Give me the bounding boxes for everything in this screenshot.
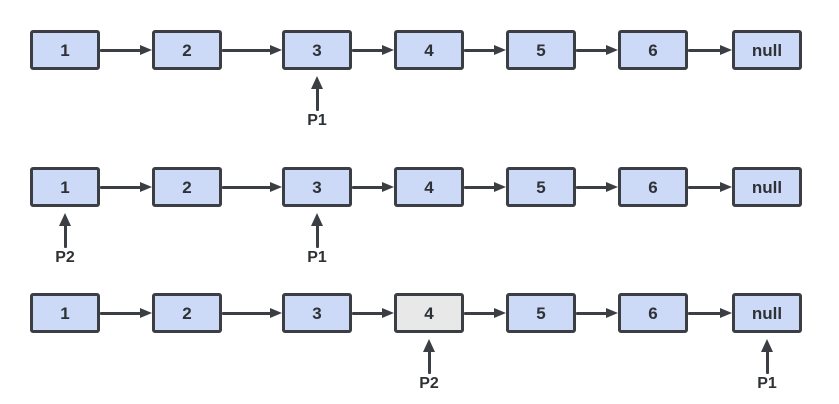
pointer-arrow-line: [765, 350, 769, 374]
list-node: 5: [506, 30, 576, 70]
arrow-right-icon: [606, 45, 618, 55]
pointer-label: P2: [419, 375, 439, 392]
next-arrow-line: [352, 49, 383, 52]
next-arrow-line: [464, 186, 495, 189]
node-label: 1: [60, 177, 70, 197]
pointer-arrow-up-icon: [760, 339, 773, 352]
node-label: 5: [536, 303, 546, 323]
arrow-right-icon: [270, 308, 282, 318]
arrow-right-icon: [140, 45, 152, 55]
node-label: 1: [60, 40, 70, 60]
list-node: 3: [282, 293, 352, 333]
arrow-right-icon: [720, 308, 732, 318]
node-label: 2: [182, 177, 192, 197]
arrow-right-icon: [270, 45, 282, 55]
list-node: 3: [282, 167, 352, 207]
list-node-null: null: [732, 293, 802, 333]
list-node: 4: [394, 30, 464, 70]
next-arrow-line: [688, 49, 721, 52]
list-node: 4: [394, 167, 464, 207]
list-node-null: null: [732, 30, 802, 70]
pointer-arrow-up-icon: [422, 339, 435, 352]
arrow-right-icon: [382, 45, 394, 55]
pointer-arrow-up-icon: [58, 213, 71, 226]
pointer-label: P2: [55, 249, 75, 266]
arrow-right-icon: [382, 182, 394, 192]
pointer-arrow-line: [63, 224, 67, 248]
node-label: 4: [424, 303, 434, 323]
list-node: 6: [618, 167, 688, 207]
pointer-arrow-up-icon: [310, 76, 323, 89]
node-label: 2: [182, 40, 192, 60]
pointer-arrow-line: [427, 350, 431, 374]
next-arrow-line: [222, 49, 271, 52]
next-arrow-line: [576, 312, 607, 315]
list-node-null: null: [732, 167, 802, 207]
next-arrow-line: [100, 312, 141, 315]
list-node: 2: [152, 293, 222, 333]
arrow-right-icon: [720, 45, 732, 55]
arrow-right-icon: [140, 308, 152, 318]
next-arrow-line: [464, 312, 495, 315]
next-arrow-line: [576, 186, 607, 189]
arrow-right-icon: [720, 182, 732, 192]
next-arrow-line: [688, 186, 721, 189]
arrow-right-icon: [606, 182, 618, 192]
next-arrow-line: [688, 312, 721, 315]
node-label: 3: [312, 303, 322, 323]
next-arrow-line: [464, 49, 495, 52]
arrow-right-icon: [270, 182, 282, 192]
node-label: 3: [312, 177, 322, 197]
node-label: 6: [648, 177, 658, 197]
arrow-right-icon: [606, 308, 618, 318]
arrow-right-icon: [494, 182, 506, 192]
next-arrow-line: [352, 312, 383, 315]
list-node: 1: [30, 167, 100, 207]
node-label: 2: [182, 303, 192, 323]
pointer-label: P1: [307, 112, 327, 129]
list-node: 2: [152, 167, 222, 207]
list-node: 5: [506, 167, 576, 207]
pointer-label: P1: [757, 375, 777, 392]
node-label: 5: [536, 40, 546, 60]
next-arrow-line: [222, 186, 271, 189]
list-node: 2: [152, 30, 222, 70]
pointer-arrow-line: [315, 87, 319, 111]
arrow-right-icon: [494, 45, 506, 55]
list-node: 6: [618, 30, 688, 70]
next-arrow-line: [222, 312, 271, 315]
node-label: 6: [648, 40, 658, 60]
next-arrow-line: [352, 186, 383, 189]
pointer-arrow-up-icon: [310, 213, 323, 226]
arrow-right-icon: [140, 182, 152, 192]
next-arrow-line: [100, 186, 141, 189]
node-label: null: [751, 40, 783, 60]
node-label: 4: [424, 177, 434, 197]
pointer-arrow-line: [315, 224, 319, 248]
list-node: 4: [394, 293, 464, 333]
node-label: 1: [60, 303, 70, 323]
pointer-label: P1: [307, 249, 327, 266]
list-node: 6: [618, 293, 688, 333]
arrow-right-icon: [494, 308, 506, 318]
arrow-right-icon: [382, 308, 394, 318]
node-label: 5: [536, 177, 546, 197]
list-node: 1: [30, 293, 100, 333]
node-label: 3: [312, 40, 322, 60]
node-label: 6: [648, 303, 658, 323]
list-node: 3: [282, 30, 352, 70]
next-arrow-line: [100, 49, 141, 52]
node-label: null: [751, 177, 783, 197]
list-node: 5: [506, 293, 576, 333]
node-label: 4: [424, 40, 434, 60]
list-node: 1: [30, 30, 100, 70]
next-arrow-line: [576, 49, 607, 52]
node-label: null: [751, 303, 783, 323]
